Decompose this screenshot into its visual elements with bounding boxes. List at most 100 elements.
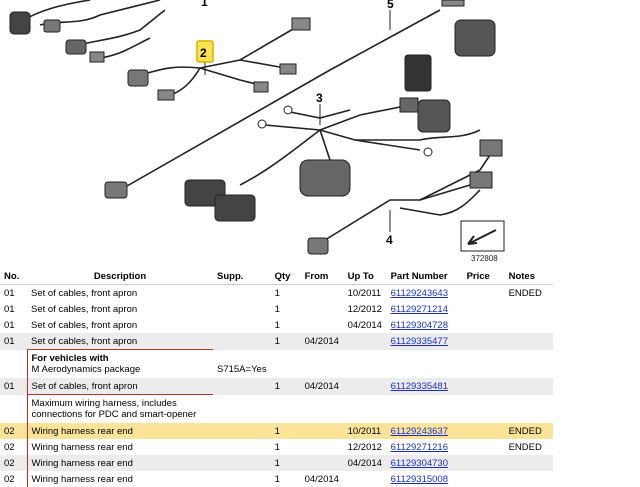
cell-no: 01 [4, 303, 15, 315]
note-cell: For vehicles with M Aerodynamics package [26, 349, 213, 378]
cell-supp: S715A=Yes [213, 349, 271, 378]
callout-5[interactable]: 5 [387, 0, 394, 11]
table-row[interactable]: 01 Set of cables, front apron 1 04/2014 … [0, 317, 553, 333]
table-row[interactable]: 02 Wiring harness rear end 1 04/2014 611… [0, 455, 553, 471]
table-row-selected[interactable]: 02 Wiring harness rear end 1 10/2011 611… [0, 423, 553, 439]
table-row[interactable]: 02 Wiring harness rear end 1 04/2014 611… [0, 471, 553, 487]
cell-to: 12/2012 [347, 303, 382, 315]
cell-description: Set of cables, front apron [31, 287, 138, 299]
cell-qty: 1 [270, 378, 301, 395]
cell-notes: ENDED [508, 287, 542, 299]
cell-supp [213, 285, 271, 302]
cell-qty: 1 [270, 455, 301, 471]
cell-price [462, 423, 505, 439]
cell-supp [213, 317, 271, 333]
part-number-link[interactable]: 61129315008 [390, 473, 448, 485]
cell-part-number: 61129271214 [387, 301, 463, 317]
cell-to: 12/2012 [347, 441, 382, 453]
cell-price [463, 301, 505, 317]
cell-from: 04/2014 [304, 473, 339, 485]
cell-to [343, 378, 387, 395]
cell-supp [213, 301, 271, 317]
cell-supp [213, 439, 271, 455]
part-number-link[interactable]: 61129304730 [390, 457, 448, 469]
cell-no: 02 [0, 455, 27, 471]
cell-from [301, 317, 344, 333]
cell-from [301, 301, 344, 317]
header-notes: Notes [504, 269, 553, 285]
wiring-harness-illustration: 1 2 3 4 5 372808 [9, 0, 505, 263]
diagram-reference-box[interactable] [460, 220, 505, 252]
cell-from [301, 439, 344, 455]
table-row[interactable]: 01 Set of cables, front apron 1 04/2014 … [0, 378, 553, 395]
cell-notes [504, 333, 553, 350]
cell-part-number: 61129271216 [387, 439, 463, 455]
part-number-link[interactable]: 61129243637 [390, 425, 448, 437]
cell-from [300, 455, 344, 471]
table-row[interactable]: 02 Wiring harness rear end 1 12/2012 611… [0, 439, 553, 455]
cell-price [462, 333, 505, 350]
header-part-number: Part Number [386, 269, 463, 285]
cell-part-number: 61129304730 [386, 455, 463, 471]
cell-no: 01 [0, 333, 27, 350]
part-number-link[interactable]: 61129271216 [390, 441, 448, 453]
parts-table-container: No. Description Supp. Qty From Up To Par… [0, 269, 640, 487]
cell-description: Wiring harness rear end [26, 455, 213, 471]
cell-supp [213, 333, 271, 350]
cell-from: 04/2014 [300, 378, 344, 395]
header-to: Up To [343, 269, 387, 285]
table-row[interactable]: 01 Set of cables, front apron 1 04/2014 … [0, 333, 553, 350]
cell-qty: 1 [274, 319, 280, 331]
header-qty: Qty [270, 269, 301, 285]
cell-no: 02 [4, 441, 15, 453]
cell-from [301, 285, 344, 302]
cell-from: 04/2014 [300, 333, 344, 350]
part-number-link[interactable]: 61129335477 [390, 335, 448, 347]
cell-price [463, 317, 505, 333]
cell-notes: ENDED [504, 423, 553, 439]
header-price: Price [462, 269, 505, 285]
part-number-link[interactable]: 61129335481 [390, 380, 448, 392]
table-row[interactable]: 01 Set of cables, front apron 1 10/2011 … [0, 285, 553, 302]
parts-table: No. Description Supp. Qty From Up To Par… [0, 269, 553, 487]
callout-2[interactable]: 2 [200, 46, 207, 60]
part-number-link[interactable]: 61129243643 [390, 287, 448, 299]
cell-qty: 1 [274, 303, 280, 315]
cell-part-number: 61129243643 [387, 285, 463, 302]
cell-no: 02 [4, 473, 15, 485]
cell-no: 01 [0, 378, 27, 395]
callout-1[interactable]: 1 [201, 0, 208, 9]
cell-to: 10/2011 [343, 423, 387, 439]
cell-notes [505, 471, 553, 487]
cell-to [343, 333, 387, 350]
cell-no: 02 [0, 423, 27, 439]
cell-from [300, 423, 344, 439]
cell-description: Set of cables, front apron [31, 319, 138, 331]
table-note-row: For vehicles with M Aerodynamics package… [0, 349, 553, 378]
cell-price [462, 378, 505, 395]
cell-price [462, 455, 505, 471]
cell-price [463, 285, 505, 302]
callout-4[interactable]: 4 [386, 233, 393, 247]
cell-to: 10/2011 [347, 287, 382, 299]
table-row[interactable]: 01 Set of cables, front apron 1 12/2012 … [0, 301, 553, 317]
part-number-link[interactable]: 61129304728 [390, 319, 448, 331]
cell-price [463, 471, 505, 487]
cell-description: Set of cables, front apron [26, 378, 213, 395]
cell-supp [213, 471, 271, 487]
cell-qty: 1 [274, 287, 280, 299]
cell-description: Wiring harness rear end [26, 471, 213, 487]
cell-part-number: 61129315008 [387, 471, 463, 487]
part-number-link[interactable]: 61129271214 [390, 303, 448, 315]
cell-part-number: 61129335477 [386, 333, 463, 350]
cell-no: 01 [4, 319, 15, 331]
header-from: From [300, 269, 344, 285]
callout-3[interactable]: 3 [316, 91, 323, 105]
parts-diagram: 1 2 3 4 5 372808 [9, 0, 505, 263]
cell-to: 04/2014 [347, 319, 382, 331]
note-cell: Maximum wiring harness, includes connect… [26, 394, 213, 423]
note-line-1: Maximum wiring harness, includes [31, 398, 177, 409]
cell-to: 04/2014 [343, 455, 387, 471]
cell-notes: ENDED [508, 441, 542, 453]
cell-supp [213, 455, 271, 471]
